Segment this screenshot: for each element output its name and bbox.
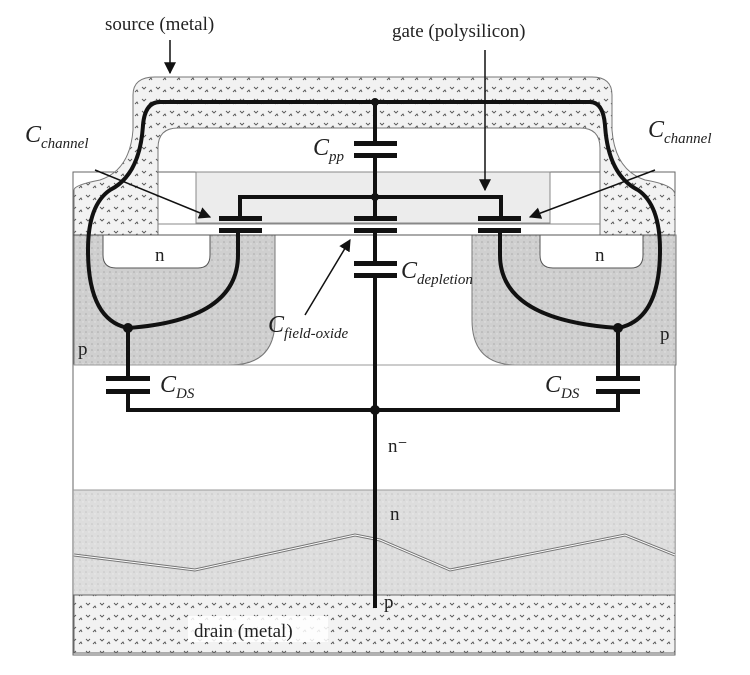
c-ds-right-label: CDS — [545, 372, 580, 402]
capacitor-plates — [106, 98, 640, 415]
drain-label: drain (metal) — [194, 621, 293, 642]
source-metal — [73, 76, 676, 236]
n-region-right — [539, 234, 644, 269]
n-minus-label: n⁻ — [388, 436, 408, 457]
c-pp-label: Cpp — [313, 135, 345, 165]
p-layer-label: p — [384, 592, 394, 613]
channel-right-arrow — [528, 169, 656, 219]
gate-label: gate (polysilicon) — [392, 21, 526, 42]
c-ds-left-label: CDS — [160, 372, 195, 402]
source-label: source (metal) — [105, 14, 214, 35]
p-left-label: p — [78, 339, 88, 360]
field-oxide-arrow — [304, 238, 351, 316]
n-right-label: n — [595, 245, 605, 266]
n-left-label: n — [155, 245, 165, 266]
c-channel-left-label: Cchannel — [25, 122, 89, 152]
n-region-left — [102, 234, 211, 269]
c-channel-right-label: Cchannel — [648, 117, 712, 147]
p-right-label: p — [660, 324, 670, 345]
c-depletion-label: Cdepletion — [401, 258, 473, 288]
c-field-oxide-label: Cfield-oxide — [268, 312, 348, 342]
channel-left-arrow — [94, 169, 212, 219]
n-layer-label: n — [390, 504, 400, 525]
